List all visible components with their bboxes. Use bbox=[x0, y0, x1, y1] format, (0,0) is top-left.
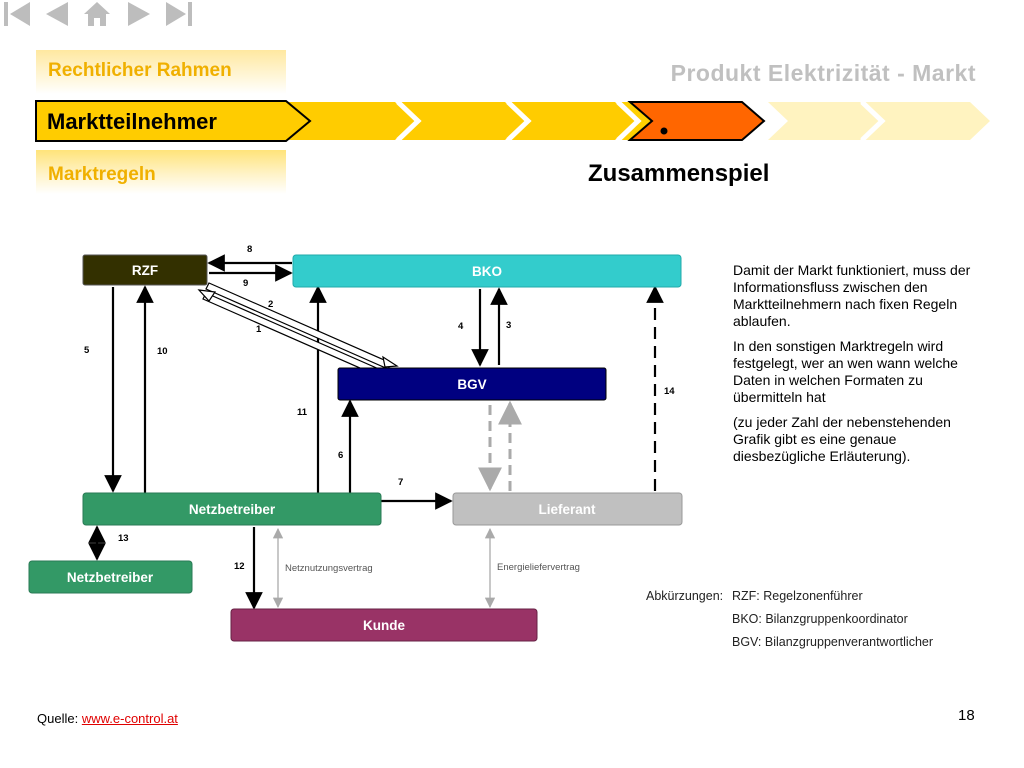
contract-netz-label: Netznutzungsvertrag bbox=[285, 563, 373, 574]
edge-label-2: 2 bbox=[268, 299, 273, 310]
source-link[interactable]: www.e-control.at bbox=[81, 711, 178, 726]
abbreviation-item: RZF: Regelzonenführer bbox=[732, 589, 863, 603]
abbreviation-item: BKO: Bilanzgruppenkoordinator bbox=[732, 612, 908, 626]
skip-first-icon[interactable] bbox=[2, 0, 32, 28]
node-lieferant: Lieferant bbox=[452, 492, 683, 526]
menu-item-label: Rechtlicher Rahmen bbox=[48, 60, 232, 81]
edge-label-6: 6 bbox=[338, 450, 343, 461]
node-netzbetreiber: Netzbetreiber bbox=[82, 492, 382, 526]
edge-label-1: 1 bbox=[256, 324, 262, 335]
menu-item-label-active[interactable]: Marktteilnehmer bbox=[47, 109, 217, 134]
node-bgv: BGV bbox=[337, 367, 607, 401]
edge-label-9: 9 bbox=[243, 278, 248, 289]
description-text: Damit der Markt funktioniert, muss der I… bbox=[733, 262, 983, 473]
edge-1 bbox=[202, 292, 389, 380]
edge-2 bbox=[205, 282, 392, 370]
menu-item-rechtlicher-rahmen[interactable]: Rechtlicher Rahmen bbox=[36, 50, 286, 94]
abbreviations-heading: Abkürzungen: bbox=[646, 589, 724, 603]
active-step-dot bbox=[660, 127, 668, 135]
node-netzbetreiber-2-label: Netzbetreiber bbox=[67, 570, 154, 585]
chevron-step bbox=[288, 102, 415, 140]
edge-label-4: 4 bbox=[458, 321, 464, 332]
chevron-step bbox=[768, 102, 880, 140]
source-citation: Quelle: www.e-control.at bbox=[37, 711, 178, 726]
edge-label-11: 11 bbox=[297, 407, 308, 418]
source-label: Quelle: bbox=[37, 711, 79, 726]
market-flow-diagram: RZF BKO BGV Netzbetreiber Lieferant Netz… bbox=[28, 244, 683, 642]
node-lieferant-label: Lieferant bbox=[538, 502, 596, 517]
next-icon[interactable] bbox=[124, 0, 154, 28]
node-kunde: Kunde bbox=[230, 608, 538, 642]
description-paragraph: In den sonstigen Marktregeln wird festge… bbox=[733, 338, 958, 405]
edge-label-3: 3 bbox=[506, 320, 511, 331]
abbreviation-item: BGV: Bilanzgruppenverantwortlicher bbox=[732, 635, 934, 649]
edge-label-13: 13 bbox=[118, 533, 129, 544]
menu-item-marktregeln[interactable]: Marktregeln bbox=[36, 150, 286, 194]
chevron-progress-bar bbox=[35, 100, 990, 142]
page-header-title: Produkt Elektrizität - Markt bbox=[670, 60, 976, 86]
node-rzf-label: RZF bbox=[132, 263, 158, 278]
node-bko: BKO bbox=[292, 254, 682, 288]
menu-item-label: Marktregeln bbox=[48, 164, 156, 185]
node-bko-label: BKO bbox=[472, 264, 502, 279]
chevron-step bbox=[400, 102, 525, 140]
node-kunde-label: Kunde bbox=[363, 618, 405, 633]
edge-label-10: 10 bbox=[157, 346, 168, 357]
contract-energie-label: Energieliefervertrag bbox=[497, 562, 580, 573]
edge-label-5: 5 bbox=[84, 345, 90, 356]
node-netzbetreiber-2: Netzbetreiber bbox=[28, 560, 193, 594]
edge-label-12: 12 bbox=[234, 561, 245, 572]
previous-icon[interactable] bbox=[42, 0, 72, 28]
section-title: Zusammenspiel bbox=[588, 160, 770, 187]
description-paragraph: Grafik gibt es eine genaue diesbezüglich… bbox=[733, 431, 911, 464]
navigation-controls bbox=[0, 0, 200, 30]
home-icon[interactable] bbox=[82, 0, 112, 28]
node-rzf: RZF bbox=[82, 254, 208, 286]
edge-label-7: 7 bbox=[398, 477, 403, 488]
page-number: 18 bbox=[958, 707, 975, 724]
menu-item-marktteilnehmer bbox=[35, 100, 312, 142]
node-netzbetreiber-label: Netzbetreiber bbox=[189, 502, 276, 517]
chevron-step bbox=[510, 102, 635, 140]
description-paragraph: Damit der Markt funktioniert, muss der I… bbox=[733, 262, 971, 329]
description-paragraph: (zu jeder Zahl der nebenstehenden bbox=[733, 414, 951, 430]
node-bgv-label: BGV bbox=[457, 377, 486, 392]
skip-last-icon[interactable] bbox=[164, 0, 194, 28]
chevron-step bbox=[864, 102, 990, 140]
edge-label-14: 14 bbox=[664, 386, 675, 397]
edge-label-8: 8 bbox=[247, 244, 252, 255]
